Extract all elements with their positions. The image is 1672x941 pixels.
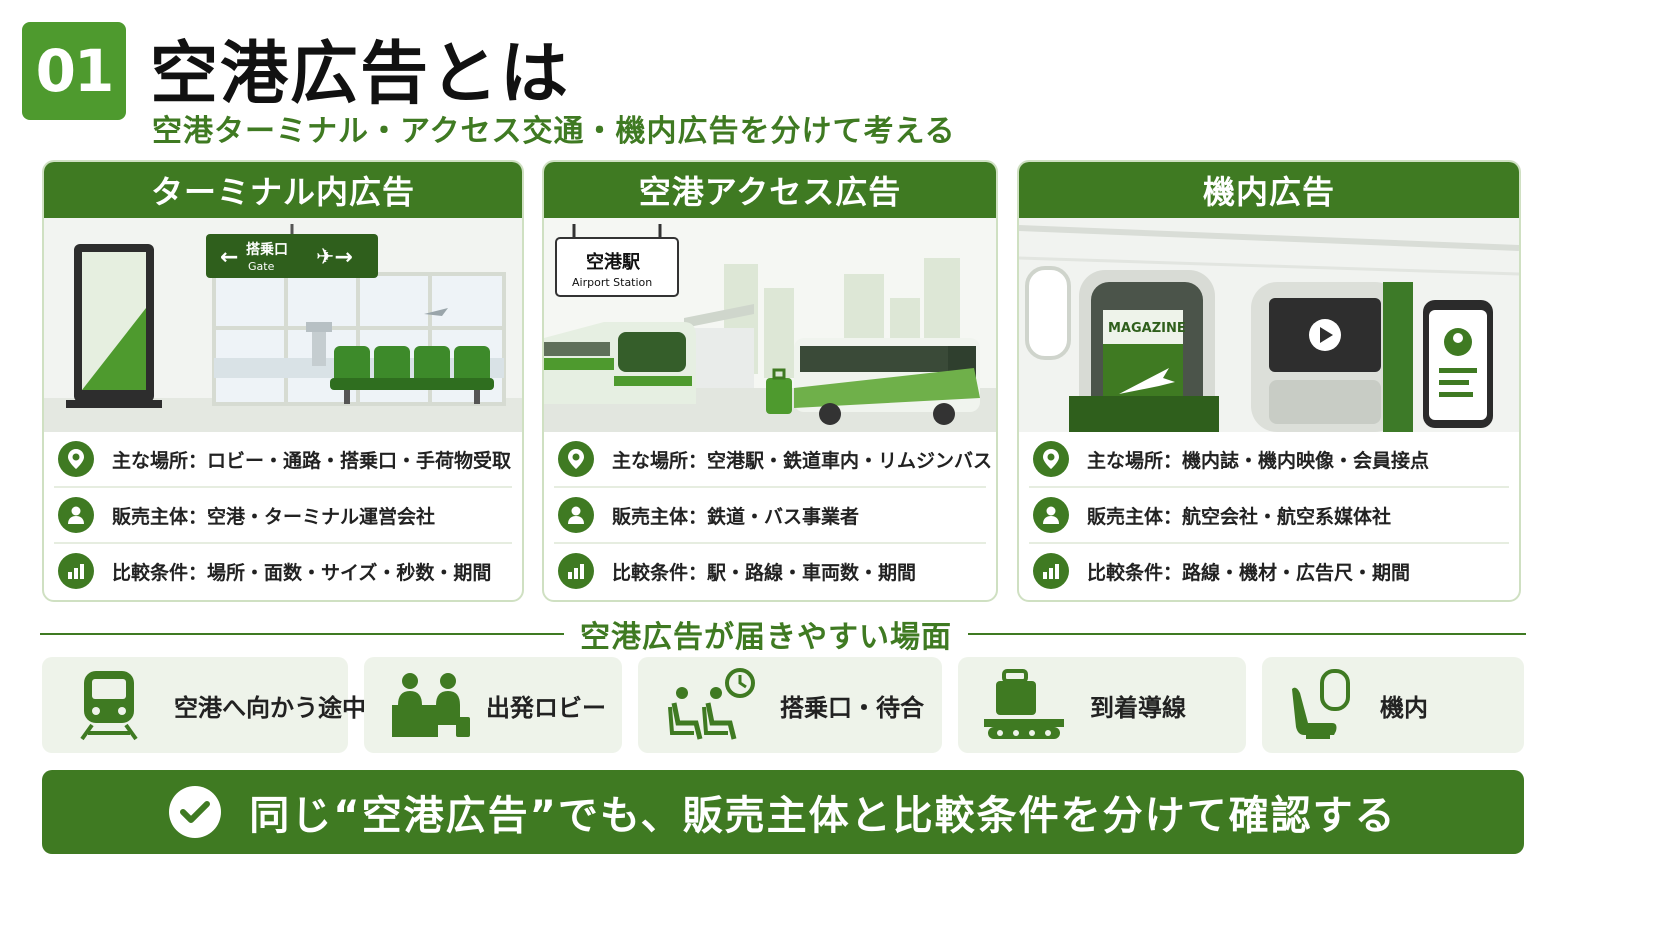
section-number-badge: 01 [22,22,126,120]
magazine-label: MAGAZINE [1108,321,1186,336]
card-row-compare: 比較条件：路線・機材・広告尺・期間 [1029,544,1509,598]
terminal-illustration: ← 搭乗口 Gate ✈→ [44,218,522,432]
location-pin-icon [1033,441,1069,477]
location-pin-icon [558,441,594,477]
section-number: 01 [35,37,115,105]
card-title: 機内広告 [1019,162,1519,218]
page-title: 空港広告とは [150,35,571,114]
bar-chart-icon [558,553,594,589]
station-sign-en: Airport Station [572,276,652,289]
bar-chart-icon [1033,553,1069,589]
card-terminal-ads: ターミナル内広告 ← 搭乗口 [42,160,524,602]
access-illustration: 空港駅 Airport Station [544,218,996,432]
waiting-seats-clock-icon [666,667,758,743]
card-title: ターミナル内広告 [44,162,522,218]
scene-tile-commute: 空港へ向かう途中 [42,657,366,753]
conclusion-banner: 同じ“空港広告”でも、販売主体と比較条件を分けて確認する [42,770,1524,854]
card-row-seller: 販売主体：航空会社・航空系媒体社 [1029,488,1509,544]
bar-chart-icon [58,553,94,589]
person-icon [1033,497,1069,533]
lobby-counter-icon [390,669,472,741]
svg-text:✈→: ✈→ [316,245,353,270]
scenes-section-title: 空港広告が届きやすい場面 [580,620,952,655]
airplane-seat-icon [1288,667,1354,743]
card-title: 空港アクセス広告 [544,162,996,218]
card-access-ads: 空港アクセス広告 空港駅 Airport Station [542,160,998,602]
person-icon [58,497,94,533]
card-row-compare: 比較条件：駅・路線・車両数・期間 [554,544,986,598]
page-subtitle: 空港ターミナル・アクセス交通・機内広告を分けて考える [152,114,956,149]
train-icon [78,669,140,741]
card-row-location: 主な場所：機内誌・機内映像・会員接点 [1029,432,1509,488]
check-circle-icon [169,786,222,838]
conclusion-text: 同じ“空港広告”でも、販売主体と比較条件を分けて確認する [249,793,1397,839]
baggage-conveyor-icon [982,669,1066,741]
scene-tile-gate-waiting: 搭乗口・待合 [638,657,942,753]
card-row-compare: 比較条件：場所・面数・サイズ・秒数・期間 [54,544,512,598]
person-icon [558,497,594,533]
location-pin-icon [58,441,94,477]
card-row-location: 主な場所：ロビー・通路・搭乗口・手荷物受取 [54,432,512,488]
scene-tile-inflight: 機内 [1262,657,1524,753]
card-row-location: 主な場所：空港駅・鉄道車内・リムジンバス [554,432,992,488]
station-sign-jp: 空港駅 [586,251,641,273]
card-inflight-ads: 機内広告 MAGAZINE [1017,160,1521,602]
section-divider-right [968,633,1526,635]
gate-sign-jp: 搭乗口 [246,241,288,258]
gate-sign-en: Gate [248,260,275,273]
svg-text:←: ← [220,245,238,270]
scene-tile-arrival: 到着導線 [958,657,1246,753]
section-divider-left [40,633,564,635]
card-row-seller: 販売主体：空港・ターミナル運営会社 [54,488,512,544]
scene-tile-departure-lobby: 出発ロビー [364,657,622,753]
inflight-illustration: MAGAZINE [1019,218,1519,432]
card-row-seller: 販売主体：鉄道・バス事業者 [554,488,986,544]
